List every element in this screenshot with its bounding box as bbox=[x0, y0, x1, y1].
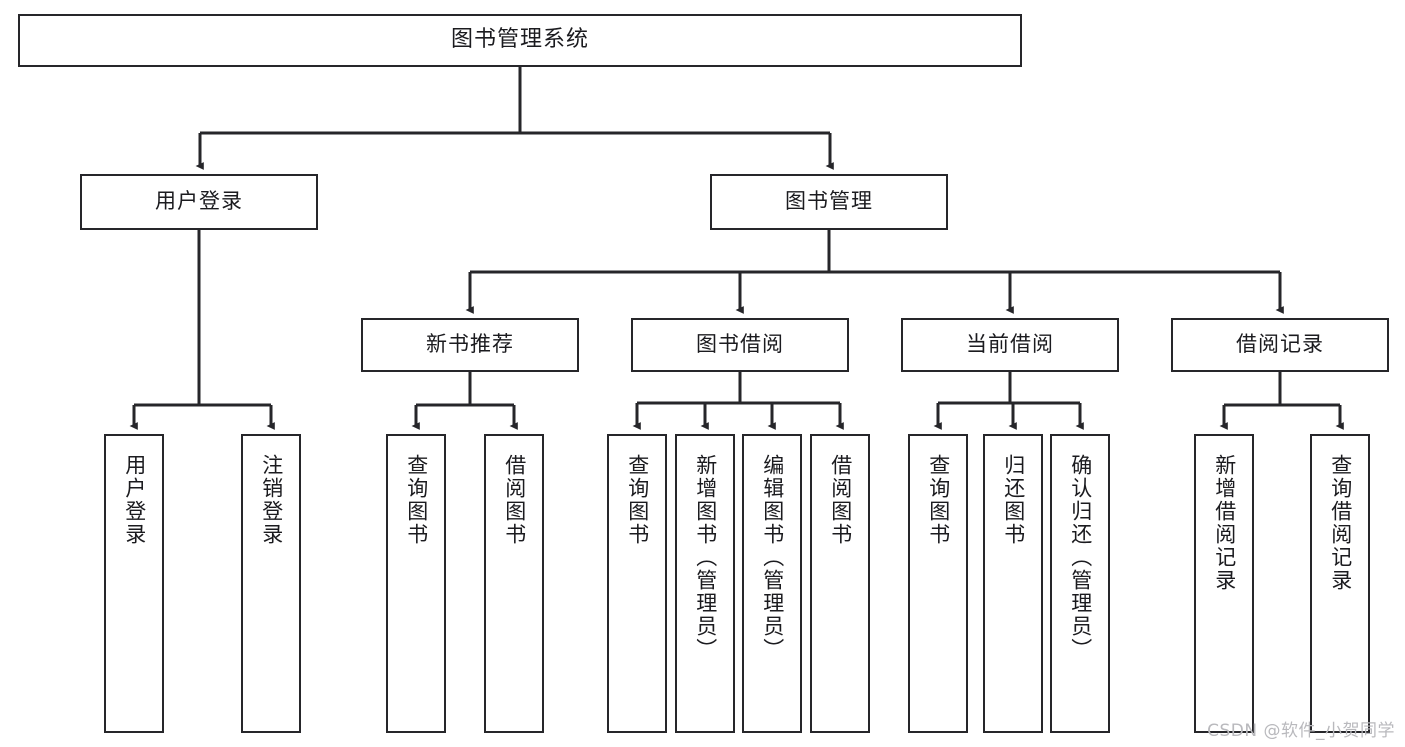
node-borrow-record[interactable]: 借阅记录 bbox=[1171, 318, 1389, 372]
csdn-watermark: CSDN @软件_小贺同学 bbox=[1207, 721, 1395, 741]
node-leaf-query-book-2-label: 查询图书 bbox=[625, 454, 650, 546]
node-current-borrow-label: 当前借阅 bbox=[966, 332, 1054, 357]
node-borrow-record-label: 借阅记录 bbox=[1236, 332, 1324, 357]
node-leaf-confirm-return[interactable]: 确认归还（管理员） bbox=[1050, 434, 1110, 733]
node-leaf-query-record-label: 查询借阅记录 bbox=[1328, 454, 1353, 592]
node-user-login[interactable]: 用户登录 bbox=[80, 174, 318, 230]
node-new-book-recommend[interactable]: 新书推荐 bbox=[361, 318, 579, 372]
node-root-label: 图书管理系统 bbox=[450, 27, 589, 53]
node-leaf-user-logout-label: 注销登录 bbox=[259, 454, 284, 546]
node-leaf-user-login-label: 用户登录 bbox=[122, 454, 147, 546]
node-leaf-add-book-label: 新增图书（管理员） bbox=[693, 454, 718, 661]
node-leaf-edit-book-label: 编辑图书（管理员） bbox=[760, 454, 785, 661]
node-leaf-add-record[interactable]: 新增借阅记录 bbox=[1194, 434, 1254, 733]
node-leaf-borrow-book-1-label: 借阅图书 bbox=[502, 454, 527, 546]
node-leaf-query-book-1-label: 查询图书 bbox=[404, 454, 429, 546]
node-leaf-user-login[interactable]: 用户登录 bbox=[104, 434, 164, 733]
node-new-book-recommend-label: 新书推荐 bbox=[426, 332, 514, 357]
node-user-login-label: 用户登录 bbox=[155, 189, 243, 214]
node-leaf-user-logout[interactable]: 注销登录 bbox=[241, 434, 301, 733]
node-leaf-query-book-1[interactable]: 查询图书 bbox=[386, 434, 446, 733]
node-leaf-add-book[interactable]: 新增图书（管理员） bbox=[675, 434, 735, 733]
node-leaf-return-book[interactable]: 归还图书 bbox=[983, 434, 1043, 733]
node-book-manage-label: 图书管理 bbox=[785, 189, 873, 214]
node-leaf-borrow-book-2-label: 借阅图书 bbox=[828, 454, 853, 546]
node-leaf-return-book-label: 归还图书 bbox=[1001, 454, 1026, 546]
node-leaf-add-record-label: 新增借阅记录 bbox=[1212, 454, 1237, 592]
node-leaf-query-record[interactable]: 查询借阅记录 bbox=[1310, 434, 1370, 733]
node-leaf-borrow-book-2[interactable]: 借阅图书 bbox=[810, 434, 870, 733]
node-leaf-confirm-return-label: 确认归还（管理员） bbox=[1068, 454, 1093, 661]
node-root[interactable]: 图书管理系统 bbox=[18, 14, 1022, 67]
node-book-borrow-label: 图书借阅 bbox=[696, 332, 784, 357]
node-leaf-borrow-book-1[interactable]: 借阅图书 bbox=[484, 434, 544, 733]
node-book-manage[interactable]: 图书管理 bbox=[710, 174, 948, 230]
node-leaf-query-book-3[interactable]: 查询图书 bbox=[908, 434, 968, 733]
node-leaf-edit-book[interactable]: 编辑图书（管理员） bbox=[742, 434, 802, 733]
node-leaf-query-book-3-label: 查询图书 bbox=[926, 454, 951, 546]
node-current-borrow[interactable]: 当前借阅 bbox=[901, 318, 1119, 372]
node-leaf-query-book-2[interactable]: 查询图书 bbox=[607, 434, 667, 733]
node-book-borrow[interactable]: 图书借阅 bbox=[631, 318, 849, 372]
